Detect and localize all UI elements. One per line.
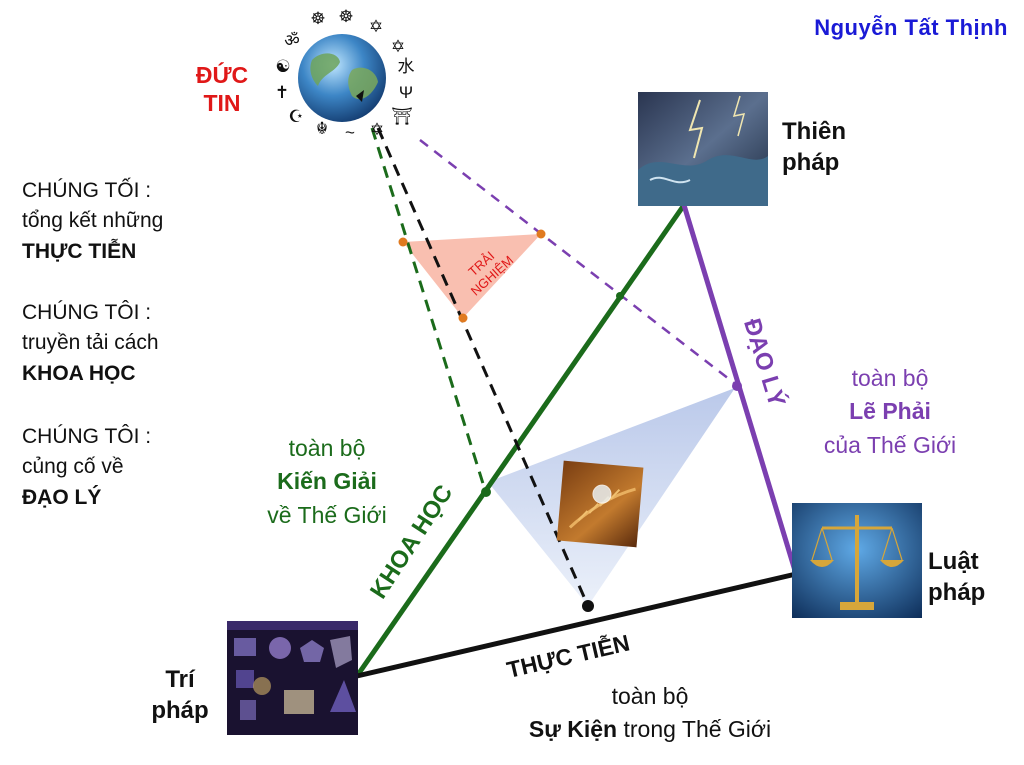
crescent-star-icon: ☪: [288, 107, 303, 126]
left-block-dao-ly: CHÚNG TÔI : củng cố về ĐẠO LÝ: [22, 422, 222, 513]
left-block-3-line2: củng cố về: [22, 455, 124, 479]
ichthys-icon: ~: [345, 123, 355, 142]
kien-giai-line1: toàn bộ: [288, 435, 366, 461]
religious-symbols-ring: ॐ ☸ ☸ ✡ ✡ 水 Ψ ⛩ ✡ ~ ☬ ☪ ✝ ☯: [275, 7, 415, 142]
menorah-icon: Ψ: [399, 83, 413, 102]
left-block-2-line1: CHÚNG TÔI :: [22, 301, 152, 324]
left-block-1-bold: THỰC TIỄN: [22, 239, 137, 263]
tri-phap-line2: pháp: [151, 697, 209, 725]
su-kien-text: toàn bộ Sự Kiện trong Thế Giới: [470, 680, 830, 747]
faith-to-khoa-hoc-dashed: [370, 127, 487, 491]
kien-giai-bold: Kiến Giải: [277, 468, 377, 495]
su-kien-bold: Sự Kiện: [528, 716, 618, 743]
left-block-3-bold: ĐẠO LÝ: [22, 485, 102, 509]
faith-label: ĐỨC TIN: [182, 62, 262, 117]
tri-phap-image: [227, 621, 358, 735]
dot-exp-right: [536, 229, 546, 239]
le-phai-bold: Lẽ Phải: [849, 398, 931, 425]
dot-green-mid: [616, 292, 624, 300]
luat-phap-line1: Luật: [928, 548, 979, 575]
experience-triangle: [403, 234, 541, 318]
left-block-2-bold: KHOA HỌC: [22, 361, 136, 385]
thien-phap-label: Thiên pháp: [782, 116, 846, 178]
thien-phap-image: [638, 92, 768, 206]
le-phai-line1: toàn bộ: [851, 365, 929, 391]
yin-yang-icon: ☯: [275, 57, 290, 76]
faith-to-thuc-tien-dashed: [376, 127, 590, 607]
luat-phap-line2: pháp: [928, 579, 986, 607]
faith-to-dao-ly-dashed: [419, 139, 739, 387]
left-block-2-line2: truyền tải cách: [22, 331, 159, 355]
luat-phap-label: Luật pháp: [928, 546, 985, 608]
su-kien-line1: toàn bộ: [611, 683, 689, 709]
kien-giai-text: toàn bộ Kiến Giải về Thế Giới: [232, 432, 422, 532]
faith-label-line2: TIN: [203, 89, 241, 116]
thien-phap-line2: pháp: [782, 149, 840, 177]
left-block-1-line2: tổng kết những: [22, 209, 164, 233]
buddha-icon: ☸: [310, 9, 325, 28]
khoa-hoc-edge: [354, 203, 687, 678]
left-block-3-line1: CHÚNG TÔI :: [22, 425, 152, 448]
dot-dao-ly: [732, 381, 742, 391]
khanda-icon: ☬: [316, 119, 328, 138]
star-of-david-small-icon: ✡: [370, 120, 384, 139]
seed-bubble-image: [556, 460, 644, 548]
star-icon: ✡: [369, 17, 383, 36]
left-block-1-line1: CHÚNG TỐI :: [22, 179, 152, 202]
dot-thuc-tien: [582, 600, 594, 612]
le-phai-line3: của Thế Giới: [823, 431, 957, 458]
water-kanji-icon: 水: [398, 57, 415, 76]
thuc-tien-edge: [356, 571, 797, 679]
star-of-david-icon: ✡: [391, 37, 405, 56]
su-kien-line2: Sự Kiện trong Thế Giới: [470, 713, 830, 746]
torii-icon: ⛩: [391, 107, 413, 126]
tri-phap-line1: Trí: [165, 666, 195, 693]
author-name: Nguyễn Tất Thịnh: [814, 15, 1008, 40]
luat-phap-image: [792, 503, 922, 618]
le-phai-text: toàn bộ Lẽ Phải của Thế Giới: [790, 362, 990, 462]
dao-ly-label: ĐẠO LÝ: [738, 315, 791, 410]
su-kien-rest: trong Thế Giới: [617, 716, 772, 743]
cross-icon: ✝: [275, 83, 289, 102]
dharma-wheel-icon: ☸: [338, 7, 353, 26]
dot-exp-bottom: [458, 313, 468, 323]
tri-phap-label: Trí pháp: [144, 664, 216, 726]
faith-label-line1: ĐỨC: [195, 62, 249, 88]
left-block-khoa-hoc: CHÚNG TÔI : truyền tải cách KHOA HỌC: [22, 298, 222, 389]
kien-giai-line3: về Thế Giới: [267, 501, 387, 528]
thien-phap-line1: Thiên: [782, 118, 846, 145]
left-block-thuc-tien: CHÚNG TỐI : tổng kết những THỰC TIỄN: [22, 176, 222, 267]
dot-khoa-hoc: [481, 487, 491, 497]
dot-exp-left: [398, 237, 408, 247]
globe-icon: [298, 34, 386, 122]
om-icon: ॐ: [284, 31, 300, 50]
